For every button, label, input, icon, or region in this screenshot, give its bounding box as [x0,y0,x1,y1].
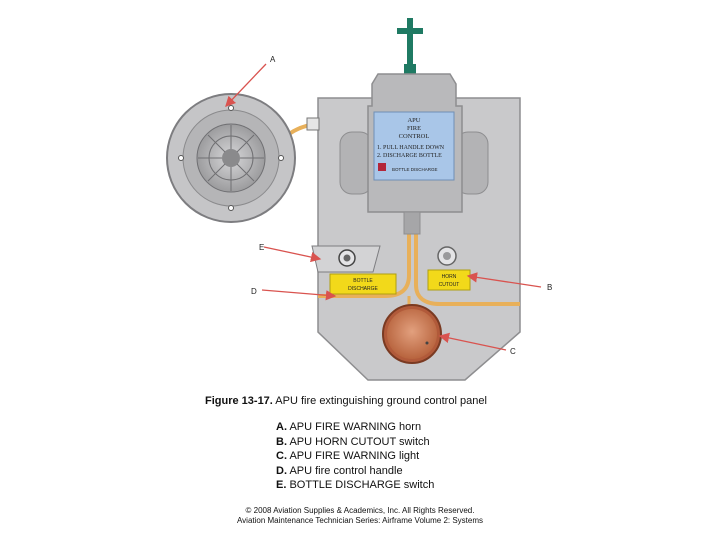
bottle-discharge-plate-line-2: DISCHARGE [348,286,378,292]
callout-e: E [259,243,264,252]
placard-line-1: APU [407,117,420,124]
red-indicator-icon [378,163,386,171]
placard-line-4: 1. PULL HANDLE DOWN [377,145,445,151]
legend-item-b: B. APU HORN CUTOUT switch [276,435,430,448]
horn-cutout-switch[interactable] [437,246,457,266]
handle-shaft [403,211,421,235]
placard-line-3: CONTROL [399,133,430,140]
control-placard [373,111,455,181]
callout-d: D [251,287,257,296]
callout-arrows [225,63,542,351]
callout-a: A [270,55,276,64]
callout-b: B [547,283,552,292]
callout-c: C [510,347,516,356]
placard-line-2: FIRE [407,125,421,132]
figure-number: Figure 13-17. [205,395,273,407]
fire-warning-horn [166,93,296,223]
panel-boss-left [339,131,373,195]
fire-control-handle[interactable] [397,18,423,74]
legend-item-d: D. APU fire control handle [276,464,403,477]
fire-warning-light [382,304,442,364]
figure-title: APU fire extinguishing ground control pa… [272,395,487,407]
copyright-line-1: © 2008 Aviation Supplies & Academics, In… [245,506,475,515]
horn-cutout-plate-line-2: CUTOUT [439,282,460,288]
bottle-discharge-plate-line-1: BOTTLE [353,278,373,284]
legend-item-c: C. APU FIRE WARNING light [276,450,420,462]
placard-line-5: 2. DISCHARGE BOTTLE [377,153,442,159]
bottle-discharge-plate [329,273,397,295]
figure-caption: Figure 13-17. APU fire extinguishing gro… [205,395,487,407]
legend-item-a: A. APU FIRE WARNING horn [276,421,422,433]
legend-item-e: E. BOTTLE DISCHARGE switch [276,479,435,491]
bottle-discharge-switch[interactable] [311,245,381,273]
copyright-line-2: Aviation Maintenance Technician Series: … [236,516,484,525]
placard-bottom-label: BOTTLE DISCHARGE [392,167,438,172]
horn-cutout-plate-line-1: HORN [442,274,457,280]
legend: A. APU FIRE WARNING horn B. APU HORN CUT… [276,420,434,493]
apu-panel-diagram: APU FIRE CONTROL 1. PULL HANDLE DOWN 2. … [166,18,552,381]
tube-fitting [306,117,320,131]
